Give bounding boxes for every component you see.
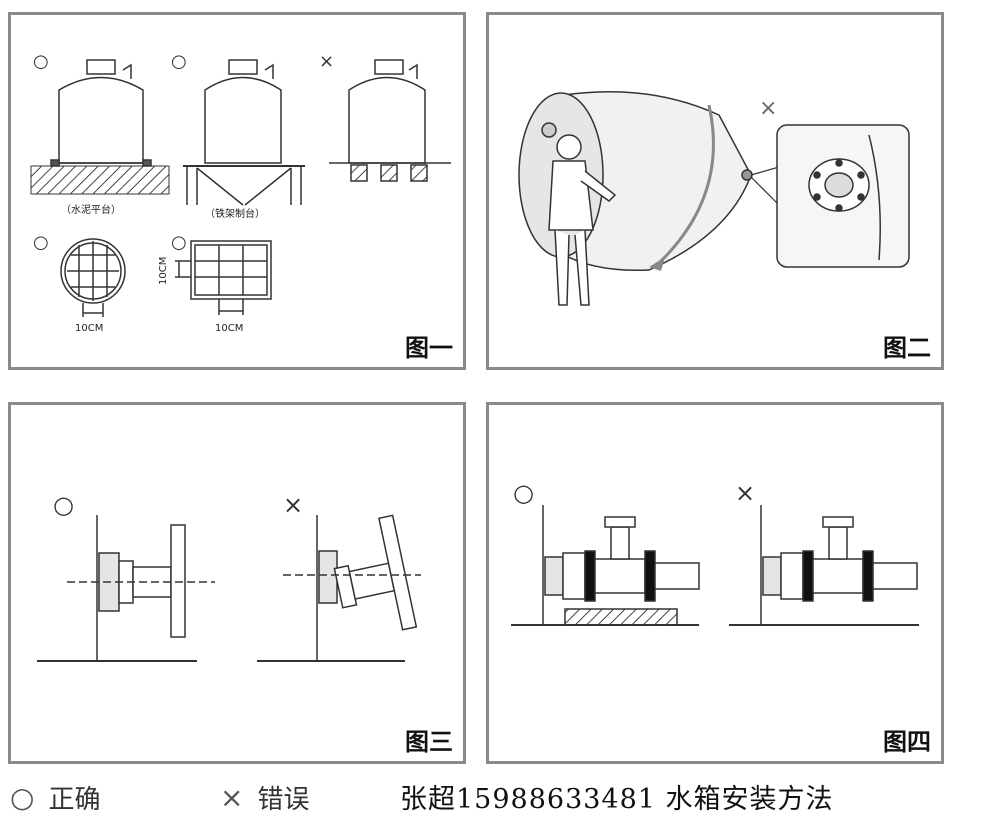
mark-wrong: × — [283, 491, 303, 519]
mark-correct-5: ○ — [171, 232, 187, 253]
figure-1-label: 图一 — [405, 333, 453, 362]
legend-wrong: × 错误 — [220, 779, 309, 816]
flange-closeup — [808, 134, 881, 261]
figure-4-drawing: ○ × — [511, 479, 919, 626]
person-figure — [548, 134, 617, 306]
figure-3-label: 图三 — [405, 727, 453, 756]
figure-1-drawing: ○ ○ × （水泥平台） — [30, 51, 451, 334]
panel-figure-1: ○ ○ × （水泥平台） — [8, 12, 466, 370]
tank-on-cement — [50, 59, 152, 167]
mark-correct: ○ — [53, 491, 74, 519]
wrong-valve-no-support — [729, 505, 919, 626]
legend-correct-text: 正确 — [48, 785, 101, 815]
panel-figure-4: ○ × — [486, 402, 944, 764]
figure-2-drawing: × — [518, 91, 910, 306]
dimension-10cm-round: 10CM — [75, 323, 103, 334]
panel-figure-3: ○ × 图三 — [8, 402, 466, 764]
correct-circle-icon: ○ — [10, 781, 35, 814]
figure-2-label: 图二 — [883, 333, 931, 362]
iron-platform-label: （铁架制台） — [205, 207, 265, 220]
mark-wrong: × — [759, 96, 777, 121]
legend-wrong-text: 错误 — [257, 785, 310, 815]
bottom-legend: ○ 正确 × 错误 张超15988633481 水箱安装方法 — [0, 775, 981, 825]
figure-4-label: 图四 — [883, 727, 931, 756]
mark-correct-2: ○ — [171, 51, 187, 72]
round-grid-base — [60, 238, 126, 317]
rotation-arrow — [657, 104, 715, 265]
tank-on-blocks-wrong — [329, 59, 451, 182]
callout-line — [750, 166, 780, 176]
mark-wrong-3: × — [319, 51, 334, 72]
cement-platform-label: （水泥平台） — [61, 203, 121, 216]
panel-figure-2: × 图二 — [486, 12, 944, 370]
mark-correct-1: ○ — [33, 51, 49, 72]
figure-3-drawing: ○ × — [37, 491, 421, 662]
callout-line-2 — [750, 176, 780, 206]
mark-correct-4: ○ — [33, 232, 49, 253]
correct-valve-with-support — [511, 505, 700, 626]
mark-correct: ○ — [513, 479, 534, 507]
wrong-cross-icon: × — [220, 781, 244, 814]
cement-platform-hatch — [30, 165, 170, 195]
dimension-10cm-vertical: 10CM — [158, 257, 169, 285]
dimension-10cm-rect: 10CM — [215, 323, 243, 334]
mark-wrong: × — [735, 479, 755, 507]
arrow-head-icon — [649, 257, 665, 271]
wrong-tilted-pipe — [257, 514, 421, 662]
caption-text: 张超15988633481 水箱安装方法 — [400, 784, 834, 815]
rectangular-grid-base — [175, 240, 272, 315]
correct-straight-pipe — [37, 515, 215, 662]
tank-on-iron-frame — [183, 59, 305, 206]
legend-correct: ○ 正确 — [10, 779, 100, 816]
